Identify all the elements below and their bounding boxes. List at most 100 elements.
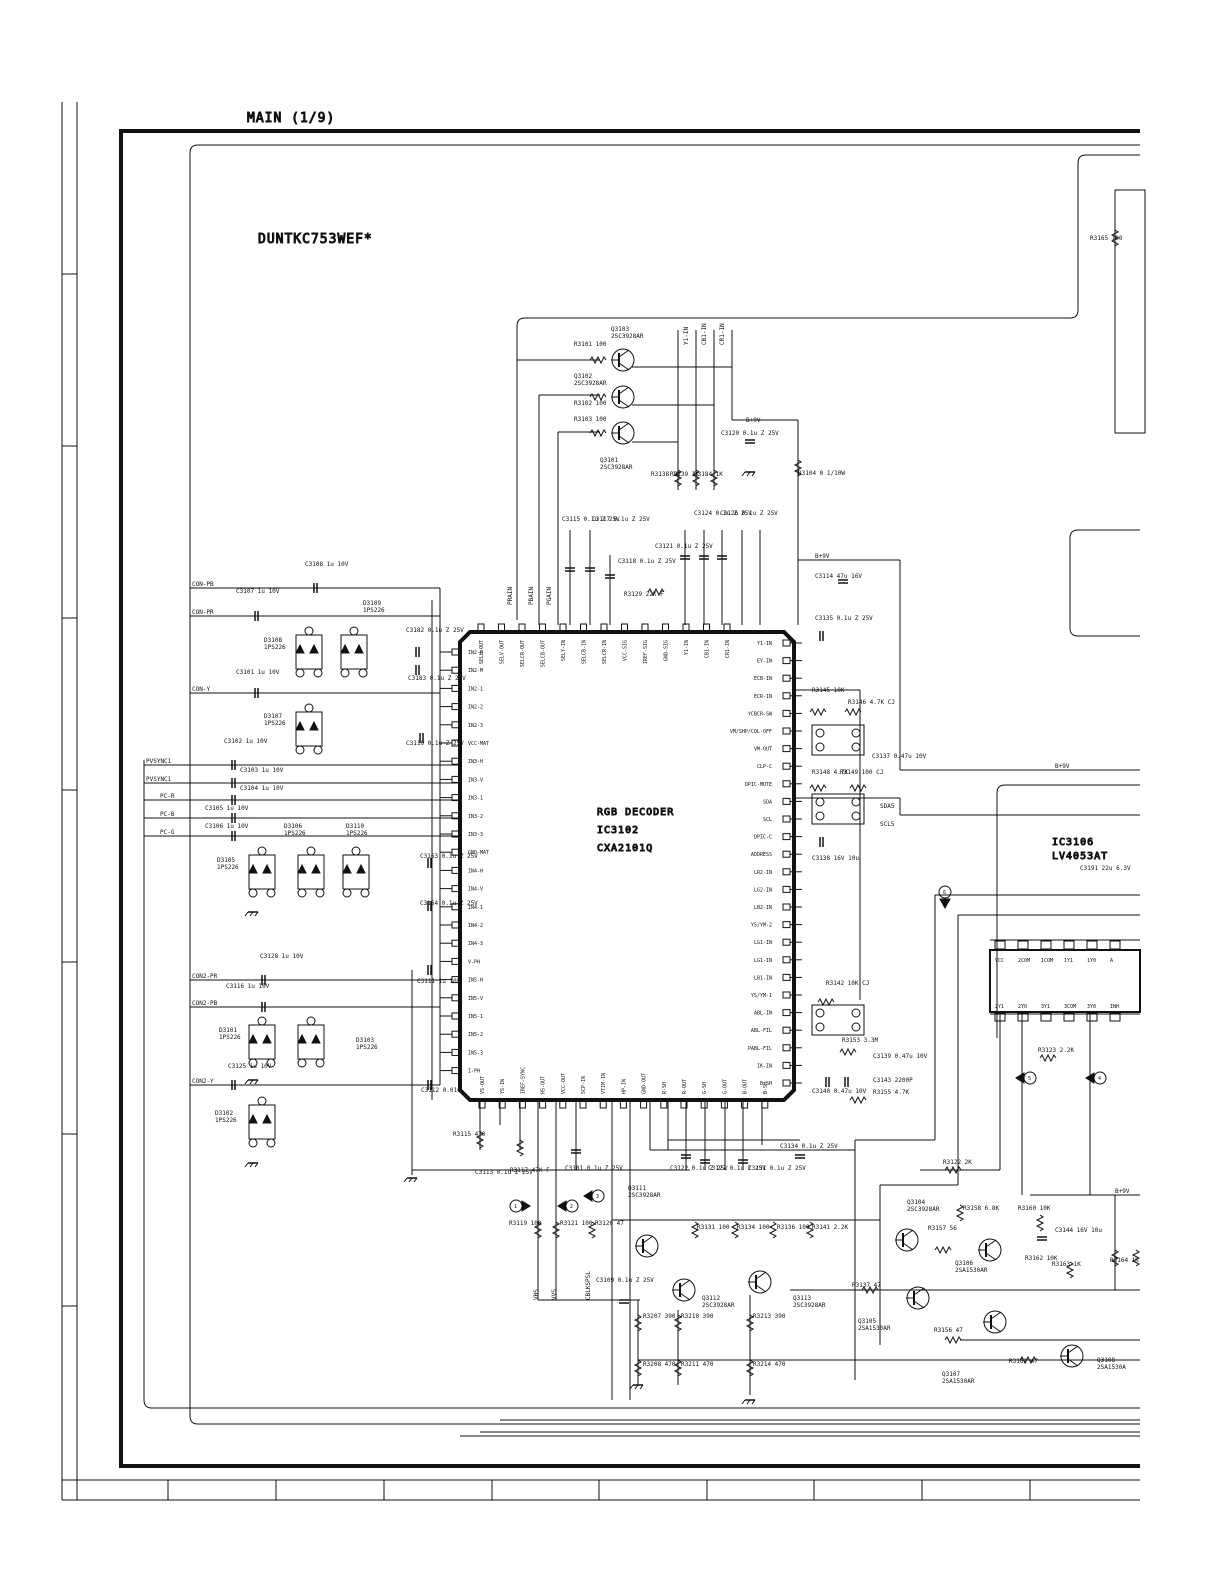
capacitor-symbol — [795, 1154, 805, 1159]
capacitor-symbol — [681, 1154, 691, 1159]
component-text: R3158 6.8K — [963, 1205, 1000, 1212]
resistor-symbol — [475, 1131, 485, 1149]
capacitor-symbol — [1037, 1236, 1047, 1241]
capacitor-symbol — [844, 1077, 849, 1087]
component-text: C3139 0.47u 10V — [873, 1053, 928, 1060]
net-label: SCL5 — [880, 821, 895, 828]
ic3102-pin-box — [539, 1100, 547, 1109]
ic3102-right-pin-label: YS/YM-1 — [751, 993, 772, 999]
transistor-ref: Q3101 — [600, 457, 618, 464]
ic3102-pin-box — [700, 1100, 708, 1109]
ic3102-pin-box — [518, 1100, 526, 1109]
marker-5: 5 — [1015, 1071, 1037, 1085]
ic3102-top-pin-label: SELH-OUT — [479, 640, 485, 664]
ic3106-pin-box — [1109, 940, 1121, 950]
component-label: C3113 0.1u Z 25V — [475, 1169, 533, 1176]
component-text: C3144 16V 10u — [1055, 1227, 1102, 1234]
ic3102-pin-box — [782, 639, 791, 647]
ic3102-right-pins: Y1-INEY-INECB-INECR-INYCBCR-SWVM/SHP/COL… — [730, 639, 802, 1087]
net-label: PBAIN — [528, 587, 535, 605]
component-text: C3103 1u 10V — [240, 767, 284, 774]
ic3102-bottom-pin-label: G-SH — [702, 1082, 708, 1094]
component-label: R3137 47 — [852, 1282, 881, 1289]
capacitor-symbol — [699, 555, 709, 560]
component-text: R3129 22K F — [624, 591, 664, 598]
input-label: CON-PR — [192, 609, 214, 616]
ic3102-right-pin-label: ECB-IN — [754, 676, 772, 682]
component-label: C3109 0.1u Z 25V — [596, 1277, 654, 1284]
resistor-symbol — [849, 783, 867, 793]
ic3102-pin-box — [703, 623, 710, 632]
component-text: C3137 0.47u 10V — [872, 753, 927, 760]
marker-3: 3 — [583, 1189, 605, 1203]
component-label: R3214 470 — [753, 1361, 786, 1368]
ic3102-pin-box — [498, 1100, 506, 1109]
diode-ref: D3109 — [363, 600, 381, 607]
transistor-ref: Q3112 — [702, 1295, 720, 1302]
component-label: C3164 0.1u Z 25V — [420, 900, 478, 907]
component-labels: CON-PBCON-PRCON-YPVSYNC1PVSYNC1PC-RPC-BP… — [146, 235, 1139, 1385]
ic3102-right-pin-label: DPIC-MUTE — [745, 782, 772, 788]
ic3102-right-pin-label: LG1-IN — [754, 940, 772, 946]
component-label: C3135 0.1u Z 25V — [815, 615, 873, 622]
ic3102-left-pin-label: IN4-1 — [468, 905, 483, 911]
ic3102-left-pin-label: IN4-V — [468, 887, 483, 893]
ic3106-ref: IC3106 — [1052, 837, 1094, 848]
component-label: R3163 1K — [1052, 1261, 1081, 1268]
component-text: R3101 100 — [574, 341, 607, 348]
component-text: R3142 10K CJ — [826, 980, 869, 987]
component-text: R3141 2.2K — [812, 1224, 849, 1231]
transistor-part: 2SC3928AR — [907, 1206, 940, 1213]
component-label: R3138 1K — [651, 471, 680, 478]
capacitor-symbol — [254, 688, 259, 698]
ic3102-pin-box — [662, 623, 669, 632]
transistor-part: 2SC3928AR — [574, 380, 607, 387]
component-label: C3183 0.1u Z 25V — [408, 675, 466, 682]
net-label: B+9V — [1115, 1188, 1130, 1195]
resistor-symbol — [691, 469, 701, 487]
capacitor-symbol — [819, 837, 824, 847]
ic3106-pin-box — [1109, 1012, 1121, 1022]
capacitor-symbol — [231, 831, 236, 841]
ic3102-right-pin-label: EY-IN — [757, 659, 772, 665]
marker-label: 4 — [1098, 1076, 1101, 1082]
ic3102-top-pin-label: SELY-IN — [561, 640, 567, 661]
diode-pack-symbol — [248, 1096, 276, 1148]
ic3102-bottom-pin-label: B-OUT — [743, 1079, 749, 1094]
transistor-ref: Q3107 — [942, 1371, 960, 1378]
resistor-symbol — [861, 1285, 879, 1295]
transistor-part: 2SC3928AR — [702, 1302, 735, 1309]
component-label: C3191 22u 6.3V — [1080, 865, 1131, 872]
resistor-symbol — [690, 1221, 700, 1239]
diode-pack-symbol — [342, 846, 370, 898]
ic3102-pin-box — [518, 623, 526, 632]
component-text: C3118 0.1u Z 25V — [618, 558, 676, 565]
diode-part: 1PS226 — [356, 1044, 378, 1051]
transistor-part: 2SC3928AR — [600, 464, 633, 471]
component-label: C3143 2200P — [873, 1077, 913, 1084]
component-label: R3213 390 — [753, 1313, 786, 1320]
component-text: R3119 100 — [509, 1220, 542, 1227]
capacitor-symbol — [605, 574, 615, 579]
component-text: R3131 100 — [697, 1224, 730, 1231]
diode-ref: D3103 — [356, 1037, 374, 1044]
component-label: C3137 0.47u 10V — [872, 753, 927, 760]
ic3102-bottom-pin-label: G-OUT — [722, 1079, 728, 1094]
component-label: C3101 1u 10V — [236, 669, 280, 676]
component-text: R3211 470 — [681, 1361, 714, 1368]
component-text: R3122 2K — [943, 1159, 972, 1166]
diode-ref: D3107 — [264, 713, 282, 720]
component-label: C3139 0.47u 10V — [873, 1053, 928, 1060]
ic3102-pin-box — [782, 692, 791, 700]
capacitor-symbol — [838, 579, 848, 584]
ic3102-left-pins: IN2-HIN2-MIN2-1IN2-2IN2-3VCC-MATIN3-HIN3… — [440, 648, 489, 1075]
ic3102-pin-box — [782, 850, 791, 858]
component-label: C3118 0.1u Z 25V — [618, 558, 676, 565]
ic3106-bottom-pin-label: 2Y0 — [1018, 1004, 1027, 1010]
ic3106-pin-box — [1063, 940, 1075, 950]
component-label: C3116 1u 10V — [226, 983, 270, 990]
ic3106-bottom-pin-label: 3COM — [1064, 1004, 1076, 1010]
component-label: C3131 0.1u Z 25V — [748, 1165, 806, 1172]
